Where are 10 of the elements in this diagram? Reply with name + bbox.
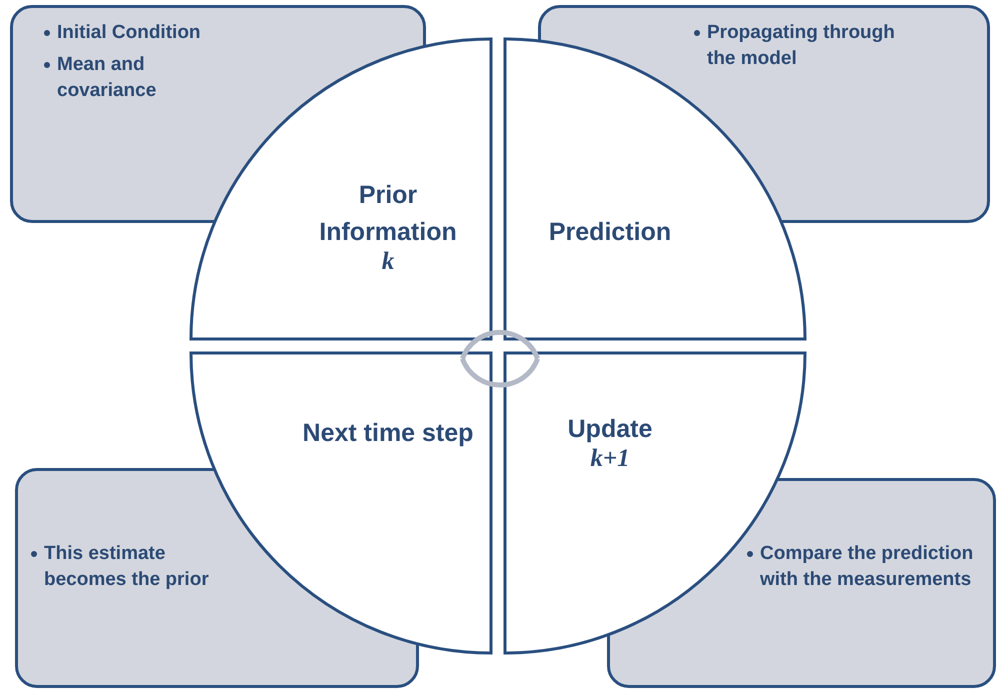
- bullet-text: Propagating through the model: [691, 20, 911, 72]
- bullet-text: Mean and covariance: [41, 52, 191, 104]
- variable-label: k: [380, 247, 396, 276]
- bullet-text: Compare the prediction with the measurements: [744, 541, 989, 593]
- bullet-text: This estimate becomes the prior: [28, 541, 218, 593]
- variable-label: k+1: [589, 444, 631, 473]
- bullet-text: Initial Condition: [41, 20, 241, 46]
- quadrant-title: Update: [566, 414, 654, 445]
- quadrant-title: Prediction: [548, 217, 672, 248]
- quadrant-title: Next time step: [302, 418, 474, 449]
